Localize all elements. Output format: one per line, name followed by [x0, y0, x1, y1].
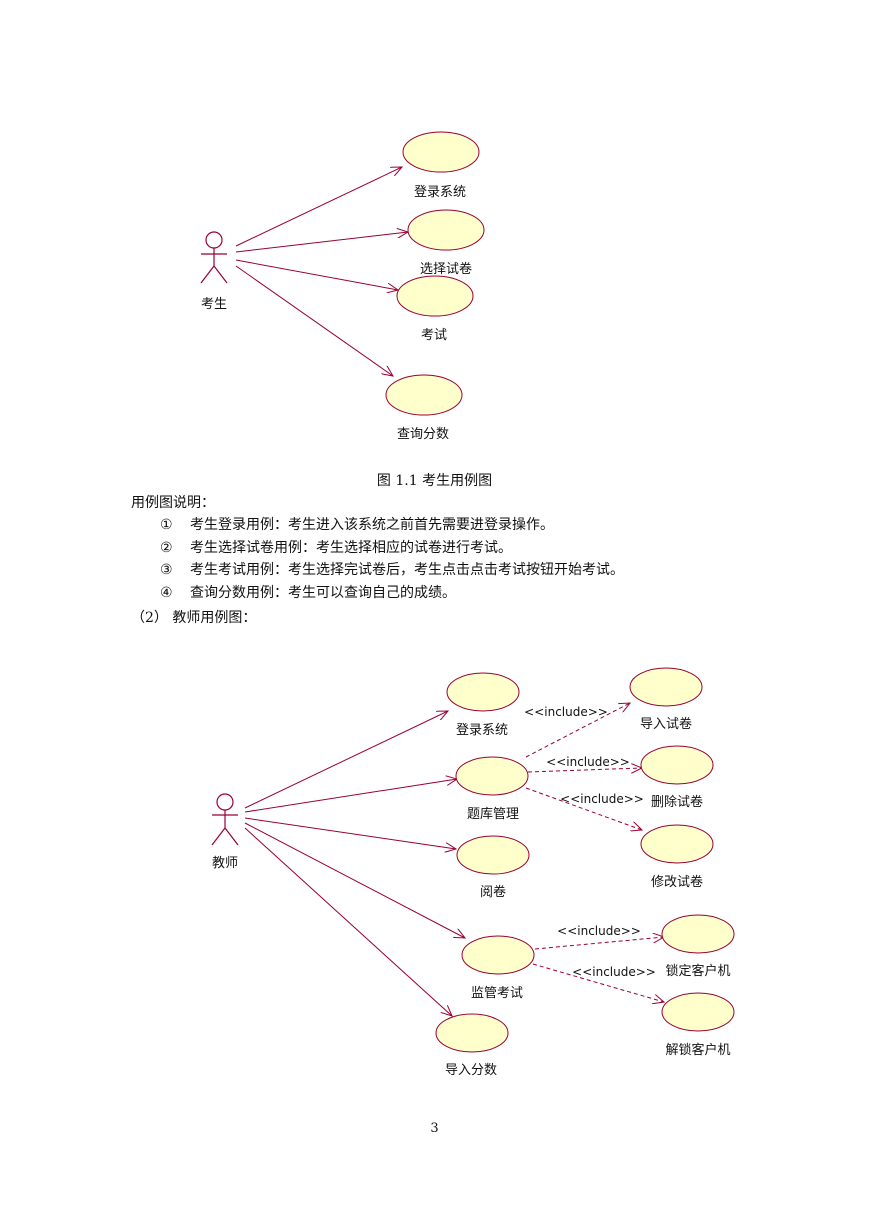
use-case-label: 解锁客户机	[665, 1042, 730, 1058]
use-case-ellipse	[407, 209, 485, 251]
list-item: ③ 考生考试用例：考生选择完试卷后，考生点击点击考试按钮开始考试。	[160, 559, 624, 582]
association-line	[244, 827, 452, 1016]
association-line	[235, 232, 408, 253]
include-line	[534, 937, 664, 950]
use-case-ellipse	[456, 835, 530, 875]
teacher-actor-label: 教师	[212, 855, 238, 871]
use-case-ellipse	[435, 1013, 509, 1053]
use-case-label: 题库管理	[467, 806, 519, 822]
teacher-use-cases	[435, 672, 535, 1053]
use-case-label: 导入分数	[445, 1063, 497, 1078]
included-use-cases	[629, 667, 735, 1032]
use-case-ellipse	[446, 672, 520, 712]
use-case-ellipse	[640, 824, 714, 864]
use-case-ellipse	[640, 745, 714, 785]
use-case-ellipse	[661, 992, 735, 1032]
include-line	[525, 703, 630, 758]
page-number: 3	[430, 1121, 439, 1136]
use-case-ellipse	[396, 275, 474, 317]
teacher-use-case-diagram: 教师 登录系统	[211, 667, 735, 1078]
student-actor-label: 考生	[201, 297, 227, 312]
student-use-cases	[385, 131, 485, 416]
list-item: ② 考生选择试卷用例：考生选择相应的试卷进行考试。	[160, 537, 624, 560]
use-case-ellipse	[385, 374, 463, 416]
figure-caption: 图 1.1 考生用例图	[376, 473, 493, 489]
list-item: ① 考生登录用例：考生进入该系统之前首先需要进登录操作。	[160, 514, 624, 537]
item-text: 考生选择试卷用例：考生选择相应的试卷进行考试。	[190, 539, 512, 556]
use-case-label: 阅卷	[480, 884, 506, 900]
use-case-label: 选择试卷	[420, 261, 472, 277]
include-label: <<include>>	[557, 924, 641, 938]
use-case-ellipse	[461, 935, 535, 975]
item-text: 考生考试用例：考生选择完试卷后，考生点击点击考试按钮开始考试。	[190, 562, 624, 578]
use-case-label: 修改试卷	[651, 874, 703, 890]
item-number: ④	[160, 584, 173, 601]
use-case-label: 登录系统	[414, 185, 466, 200]
teacher-actor	[211, 793, 239, 846]
use-case-label: 登录系统	[456, 723, 508, 738]
use-case-ellipse	[661, 914, 735, 954]
association-line	[244, 817, 456, 849]
student-use-case-diagram: 考生 登录系统 选择试卷 考试 查询分数	[200, 131, 485, 442]
use-case-ellipse	[629, 667, 703, 707]
list-item: ④ 查询分数用例：考生可以查询自己的成绩。	[160, 582, 624, 605]
include-label: <<include>>	[524, 705, 608, 719]
use-case-label: 导入试卷	[640, 716, 692, 732]
association-line	[244, 822, 465, 938]
item-number: ①	[160, 517, 173, 533]
student-actor	[200, 231, 228, 284]
association-line	[235, 259, 398, 290]
association-line	[235, 265, 393, 376]
include-label: <<include>>	[572, 965, 656, 979]
item-text: 考生登录用例：考生进入该系统之前首先需要进登录操作。	[190, 517, 554, 533]
use-case-label: 考试	[421, 328, 447, 343]
use-case-label: 监管考试	[471, 986, 523, 1001]
use-case-label: 删除试卷	[651, 794, 703, 810]
use-case-label: 锁定客户机	[665, 963, 730, 979]
association-line	[244, 779, 457, 813]
student-associations	[235, 167, 408, 376]
include-line	[527, 768, 642, 772]
item-text: 查询分数用例：考生可以查询自己的成绩。	[190, 584, 456, 601]
include-line	[532, 963, 664, 1002]
section-heading: （2） 教师用例图：	[131, 610, 257, 626]
association-line	[235, 167, 402, 247]
association-line	[244, 711, 448, 809]
notes-heading: 用例图说明：	[131, 495, 215, 511]
include-relations	[525, 703, 664, 1002]
notes-list: ① 考生登录用例：考生进入该系统之前首先需要进登录操作。 ② 考生选择试卷用例：考生…	[160, 514, 624, 604]
include-label: <<include>>	[546, 755, 630, 769]
include-label: <<include>>	[560, 792, 644, 806]
use-case-label: 查询分数	[397, 427, 449, 442]
use-case-ellipse	[455, 756, 529, 796]
use-case-ellipse	[402, 131, 480, 173]
item-number: ③	[160, 562, 173, 578]
item-number: ②	[160, 539, 173, 556]
teacher-associations	[244, 711, 465, 1016]
